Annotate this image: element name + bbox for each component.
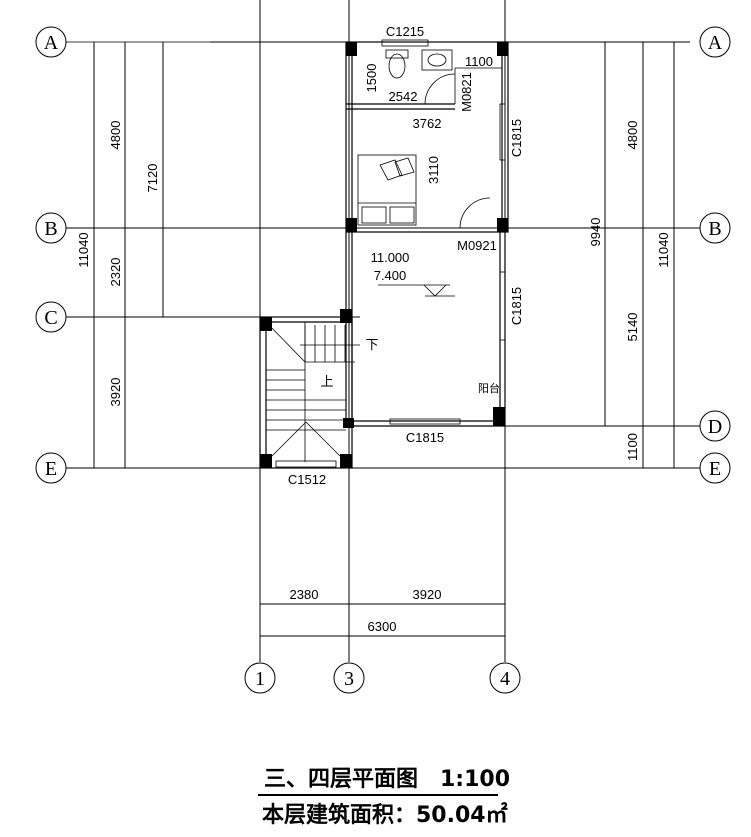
walls	[259, 39, 509, 469]
label-stair-up: 上	[320, 374, 333, 389]
dim-left-outer: 11040	[76, 232, 91, 267]
dim-right-ab: 4800	[625, 121, 640, 150]
elevation-bottom: 7.400	[374, 268, 407, 283]
axis-label-C-left: C	[44, 307, 57, 329]
dim-bath-door-width: 1100	[465, 54, 493, 69]
axis-label-D-right: D	[708, 416, 722, 438]
label-stair-down: 下	[365, 337, 378, 352]
axis-bubbles	[35, 26, 731, 694]
axis-label-E-right: E	[709, 458, 721, 480]
dim-bath-width: 2542	[389, 89, 418, 104]
axis-label-1: 1	[255, 668, 265, 690]
label-window-stair: C1512	[288, 472, 326, 487]
dim-right-ad: 9940	[588, 218, 603, 247]
dim-left-bc: 2320	[108, 258, 123, 287]
dim-bottom-34: 3920	[413, 587, 442, 602]
floor-area-label: 本层建筑面积：50.04㎡	[262, 802, 508, 828]
label-door-bedroom: M0921	[457, 238, 497, 253]
dim-right-bd: 5140	[625, 313, 640, 342]
elevation-top: 11.000	[371, 250, 410, 265]
label-window-top: C1215	[386, 24, 424, 39]
dim-bottom-13: 2380	[290, 587, 319, 602]
label-balcony: 阳台	[478, 381, 500, 395]
axis-label-E-left: E	[45, 458, 57, 480]
label-window-balcony: C1815	[406, 430, 444, 445]
dim-bath-height: 1500	[364, 64, 379, 93]
drawing-scale: 1:100	[440, 767, 510, 792]
dim-bedroom-depth: 3110	[426, 156, 441, 184]
left-dimensions	[93, 42, 164, 468]
drawing-title: 三、四层平面图	[264, 767, 418, 792]
dim-bedroom-width: 3762	[413, 116, 442, 131]
axis-label-B-left: B	[44, 218, 57, 240]
label-window-right-lower: C1815	[509, 287, 524, 325]
dim-left-ab: 4800	[108, 121, 123, 150]
axis-label-3: 3	[344, 668, 354, 690]
axis-label-A-right: A	[708, 32, 723, 54]
axis-label-A-left: A	[44, 32, 59, 54]
axis-label-B-right: B	[708, 218, 721, 240]
right-dimensions	[604, 42, 675, 468]
label-window-right-upper: C1815	[509, 119, 524, 157]
columns	[260, 42, 508, 468]
axis-label-4: 4	[500, 668, 510, 690]
dim-right-de: 1100	[625, 433, 640, 461]
label-door-bath: M0821	[459, 72, 474, 112]
dim-bottom-total: 6300	[368, 619, 397, 634]
bottom-dimensions	[260, 603, 505, 637]
dim-right-outer: 11040	[656, 232, 671, 267]
dim-left-ac: 7120	[145, 164, 160, 193]
dim-left-ce: 3920	[108, 378, 123, 407]
